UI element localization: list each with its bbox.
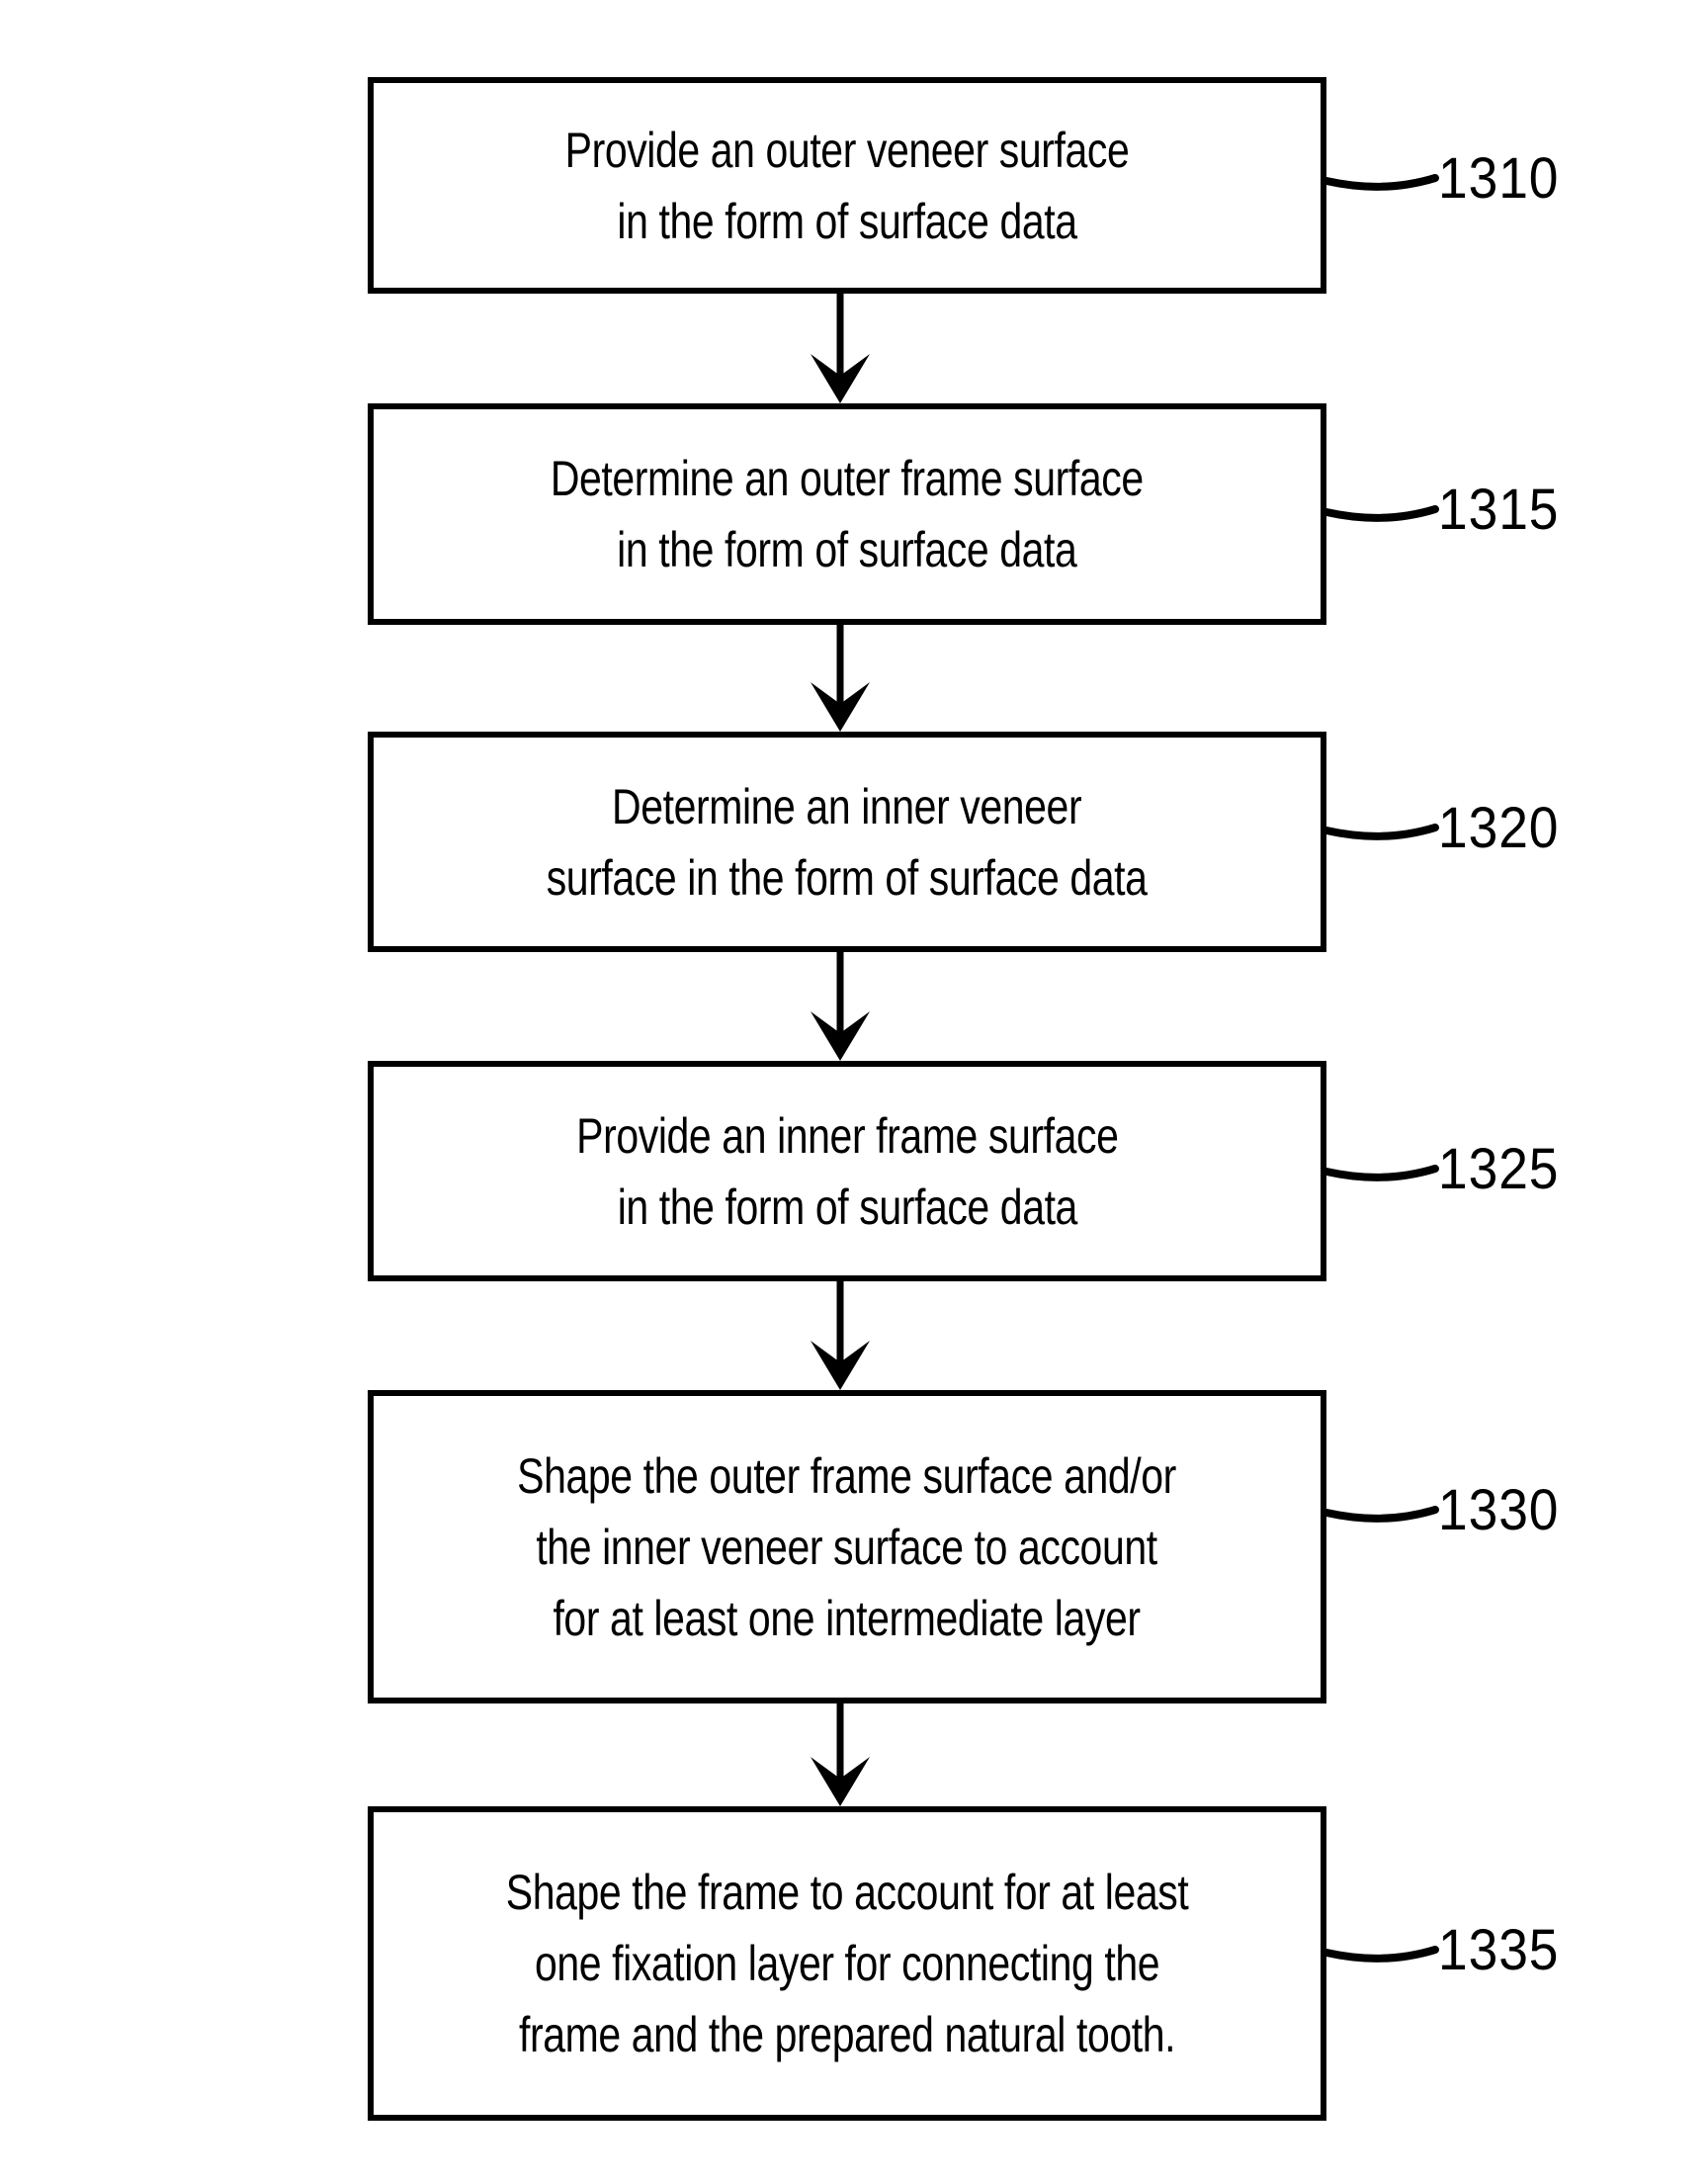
- reference-numeral-1320: 1320: [1438, 796, 1560, 860]
- leader-line-1310: [1323, 174, 1439, 191]
- connector-1330-1335: [811, 1703, 870, 1806]
- process-box-1330-label: Shape the outer frame surface and/or the…: [517, 1447, 1177, 1646]
- process-box-1320[interactable]: Determine an inner veneer surface in the…: [368, 732, 1326, 952]
- connector-1325-1330: [811, 1281, 870, 1390]
- process-box-1310[interactable]: Provide an outer veneer surface in the f…: [368, 77, 1326, 294]
- leader-line-1325: [1323, 1165, 1439, 1181]
- connector-1320-1325: [811, 952, 870, 1061]
- process-box-1325-label: Provide an inner frame surface in the fo…: [575, 1107, 1119, 1235]
- process-box-1325[interactable]: Provide an inner frame surface in the fo…: [368, 1061, 1326, 1281]
- process-box-1320-label: Determine an inner veneer surface in the…: [547, 778, 1148, 906]
- connector-1315-1320: [811, 625, 870, 732]
- process-box-1315[interactable]: Determine an outer frame surface in the …: [368, 403, 1326, 625]
- process-box-1310-label: Provide an outer veneer surface in the f…: [564, 122, 1130, 249]
- process-box-1335-label: Shape the frame to account for at least …: [505, 1865, 1189, 2062]
- reference-numeral-1330: 1330: [1438, 1478, 1560, 1542]
- connector-1310-1315: [811, 294, 870, 403]
- leader-line-1315: [1323, 505, 1439, 522]
- process-box-1335[interactable]: Shape the frame to account for at least …: [368, 1806, 1326, 2121]
- process-box-1315-label: Determine an outer frame surface in the …: [551, 451, 1144, 577]
- reference-numeral-1315: 1315: [1438, 478, 1560, 542]
- leader-line-1320: [1323, 824, 1439, 840]
- reference-numeral-1310: 1310: [1438, 146, 1560, 211]
- process-box-1330[interactable]: Shape the outer frame surface and/or the…: [368, 1390, 1326, 1703]
- reference-numeral-1335: 1335: [1438, 1918, 1560, 1982]
- leader-line-1330: [1323, 1506, 1439, 1523]
- leader-line-1335: [1323, 1946, 1439, 1963]
- reference-numeral-1325: 1325: [1438, 1137, 1560, 1201]
